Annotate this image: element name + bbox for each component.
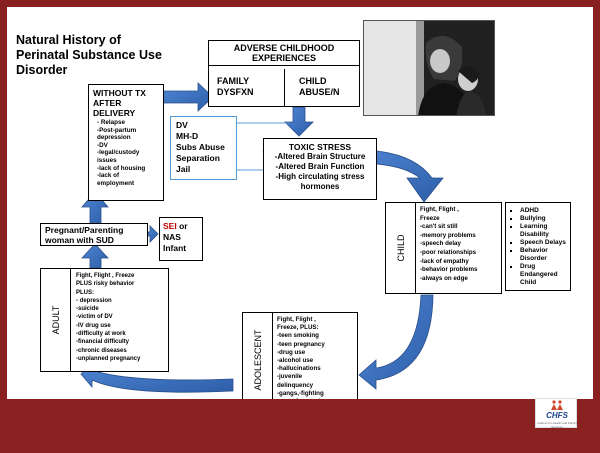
adult-symptoms: Fight, Flight , Freeze PLUS risky behavi… [76,273,141,362]
adult-box: ADULT Fight, Flight , Freeze PLUS risky … [40,268,169,372]
arrow-child-to-adolescent [358,294,434,390]
child-symptoms: Fight, Flight , Freeze -can't sit still … [420,206,478,282]
chfs-family-icon [551,400,563,410]
child-stage-label: CHILD [396,234,406,262]
slide-frame-left [0,0,7,453]
ace-heading: ADVERSE CHILDHOOD EXPERIENCES [209,43,359,66]
toxic-stress-box: TOXIC STRESS -Altered Brain Structure -A… [263,138,377,200]
child-outcomes-list: ADHD Bullying Learning Disability Speech… [508,207,568,287]
sei-label: SEI [163,221,177,231]
chfs-logo-text: CHFS [546,411,568,420]
list-item: Bullying [520,215,568,223]
list-item: ADHD [520,207,568,215]
pregnant-woman-box: Pregnant/Parenting woman with SUD [40,223,148,246]
without-tx-body: - Relapse -Post-partum depression -DV -l… [97,119,146,187]
toxic-stress-body: -Altered Brain Structure -Altered Brain … [274,152,366,191]
ace-child-abuse: CHILD ABUSE/N [299,76,340,97]
without-tx-box: WITHOUT TX AFTER DELIVERY - Relapse -Pos… [88,84,164,201]
chfs-logo-subtext: Cabinet for Health and Family Services [537,421,577,429]
diagram-title: Natural History of Perinatal Substance U… [16,33,162,77]
child-box: CHILD Fight, Flight , Freeze -can't sit … [385,202,502,294]
ace-family: FAMILY DYSFXN [217,76,254,97]
slide-frame-right [593,0,600,453]
slide-footer-band [0,399,600,453]
slide-frame-top [0,0,600,7]
sei-nas-box: SEI or NAS Infant [159,217,203,261]
chfs-logo: CHFS Cabinet for Health and Family Servi… [535,398,577,429]
adult-stage-label: ADULT [51,305,61,335]
mother-child-photo [363,20,495,116]
ace-box: ADVERSE CHILDHOOD EXPERIENCES FAMILY DYS… [208,40,360,107]
toxic-stress-heading: TOXIC STRESS [288,142,352,152]
sei-or: or [176,221,188,231]
without-tx-heading: WITHOUT TX AFTER DELIVERY [93,88,146,118]
arrow-ace-to-toxic [284,106,314,137]
arrow-pregnant-to-sei [147,225,159,243]
arrow-adolescent-to-adult [80,363,234,393]
adolescent-stage-label: ADOLESCENT [253,329,263,391]
adolescent-box: ADOLESCENT Fight, Flight , Freeze, PLUS:… [242,312,358,409]
adolescent-symptoms: Fight, Flight , Freeze, PLUS: -teen smok… [277,316,325,405]
child-outcomes-box: ADHD Bullying Learning Disability Speech… [505,202,571,291]
pregnant-woman-text: Pregnant/Parenting woman with SUD [45,225,124,245]
dv-mhd-list: DV MH-D Subs Abuse Separation Jail [176,120,225,174]
list-item: Drug Endangered Child [520,263,568,287]
list-item: Learning Disability [520,223,568,239]
sei-nas-infant: NAS Infant [163,232,187,253]
arrow-adult-to-pregnant [81,243,109,269]
arrow-without-tx-to-ace [162,82,214,112]
dv-mhd-box: DV MH-D Subs Abuse Separation Jail [170,116,237,180]
list-item: Speech Delays [520,239,568,247]
list-item: Behavior Disorder [520,247,568,263]
